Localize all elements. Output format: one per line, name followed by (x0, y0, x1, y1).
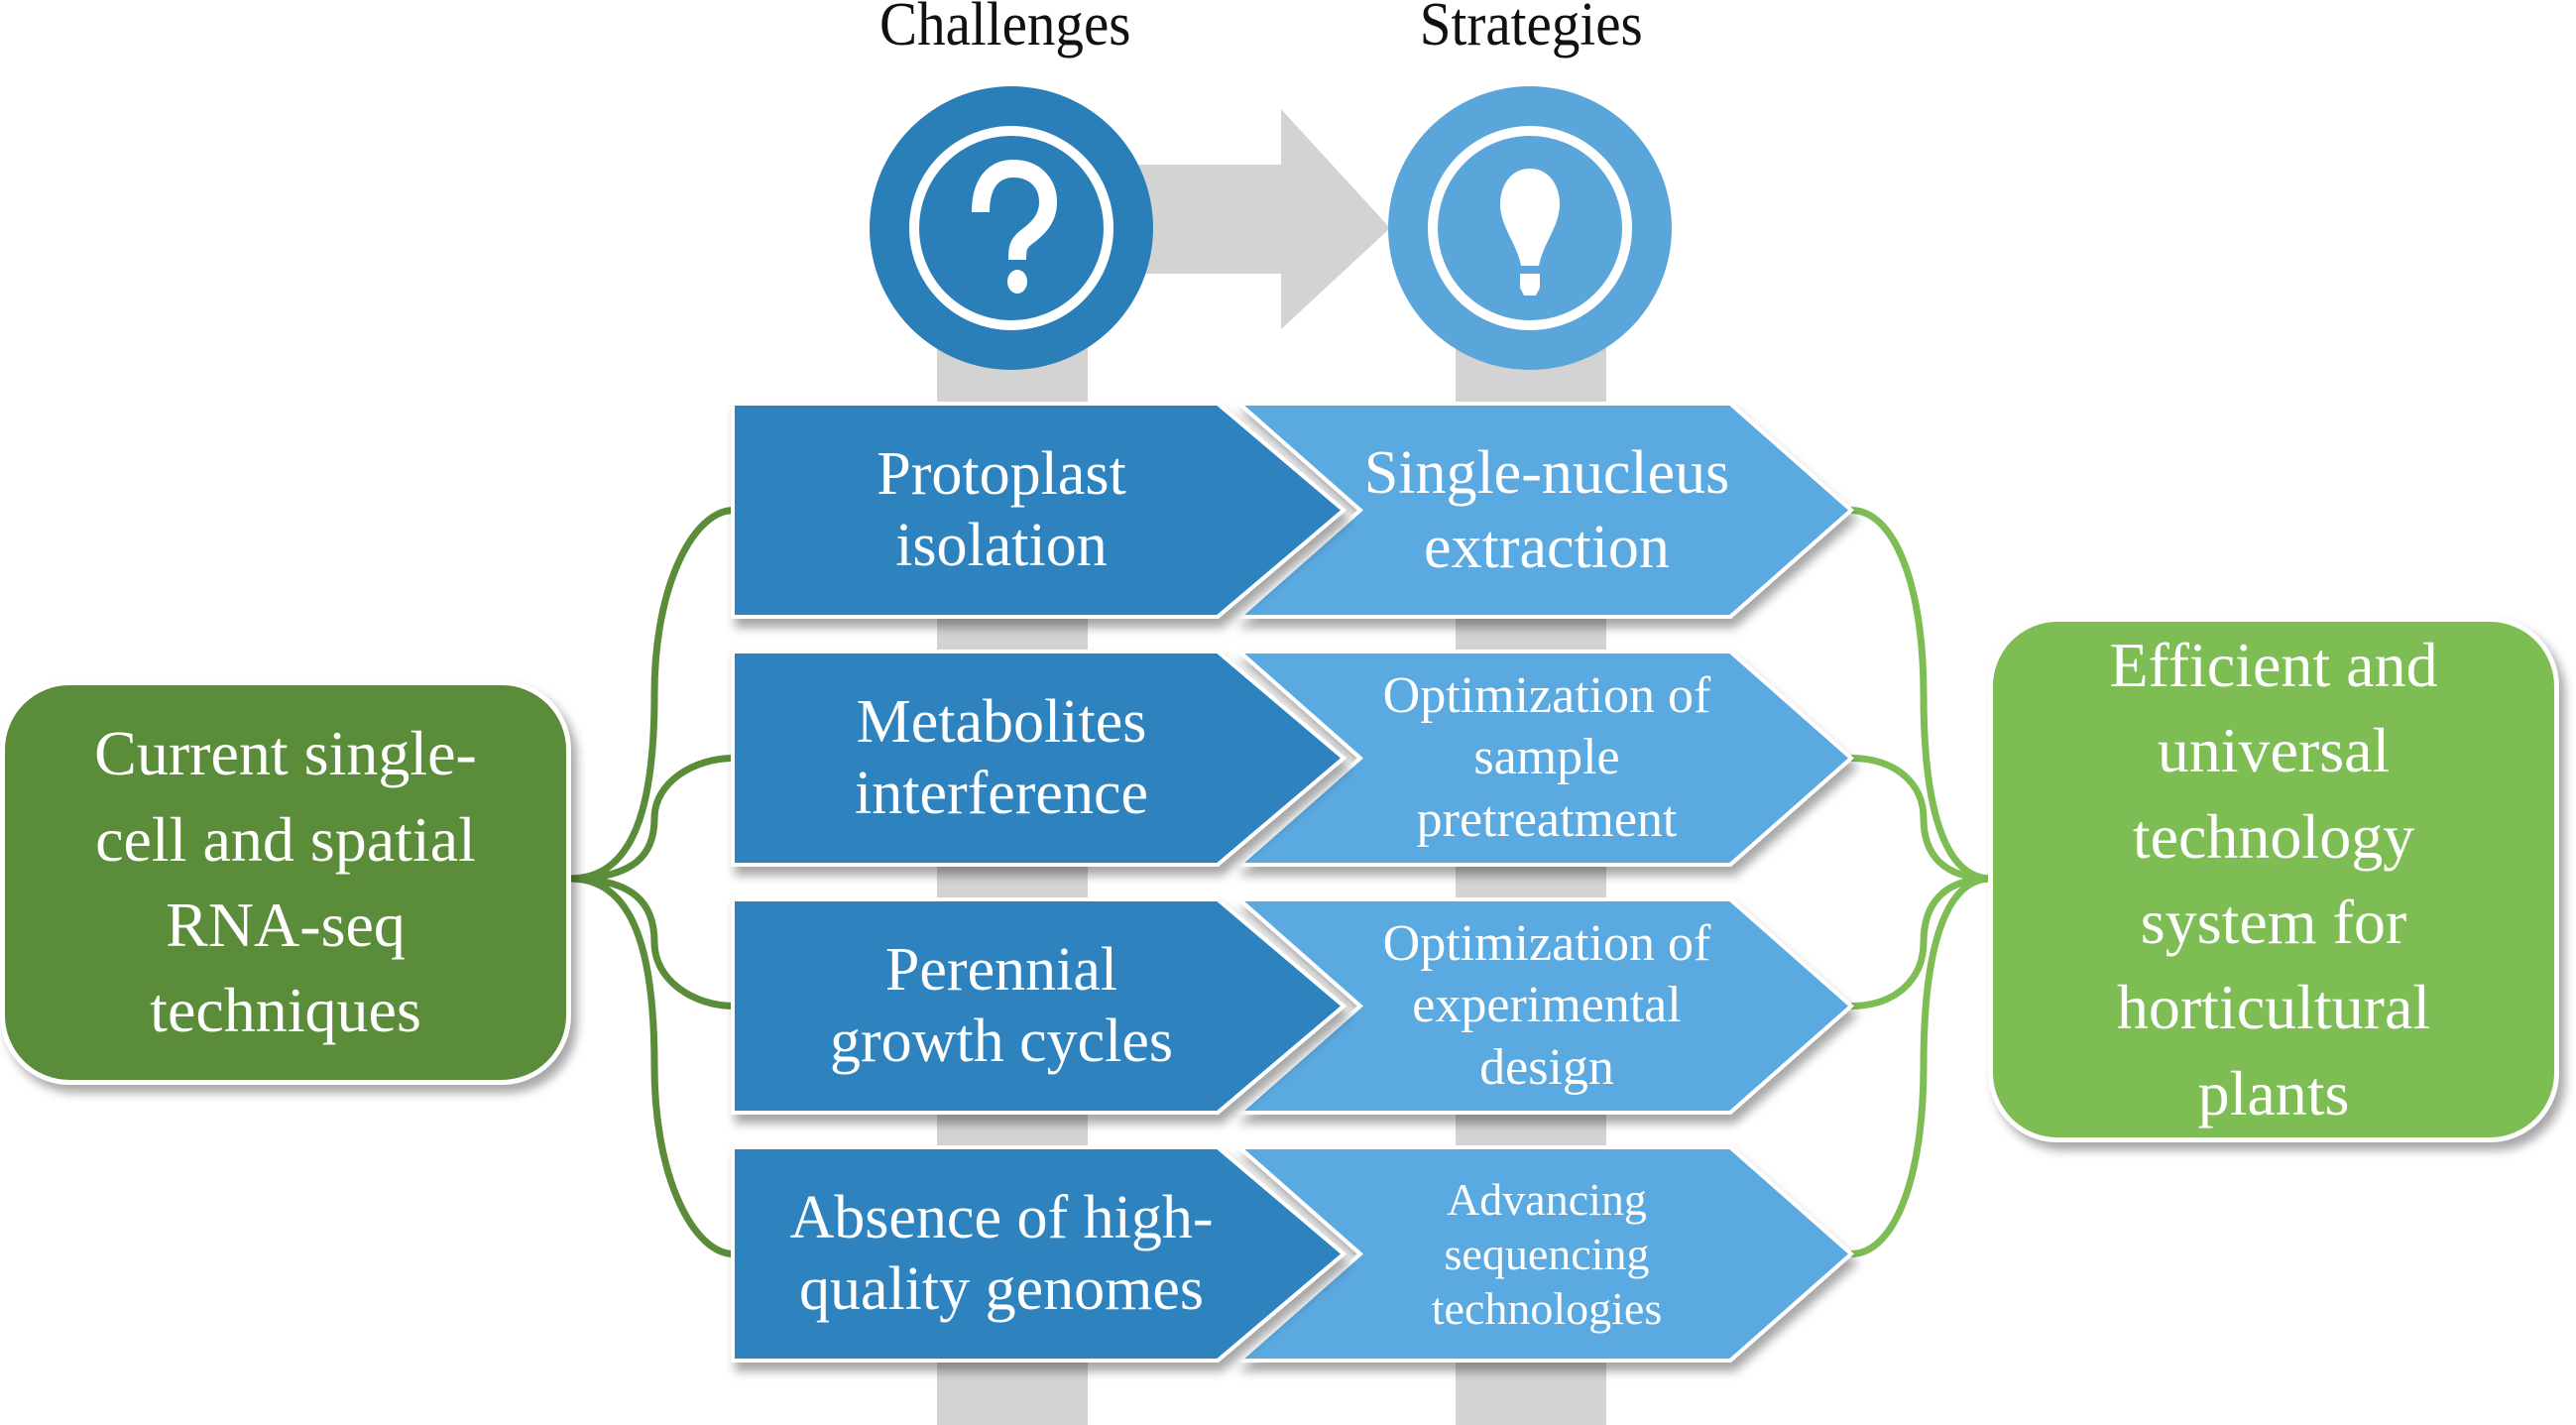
target-box: Efficient and universal technology syste… (1988, 617, 2559, 1142)
strategies-heading: Strategies (1419, 0, 1643, 59)
source-connector (569, 755, 735, 883)
chevron-rows (731, 402, 1855, 1363)
right-arrow-icon (1111, 109, 1390, 329)
source-connector (569, 875, 735, 1257)
question-mark-icon (972, 159, 1058, 294)
challenge-label: Perennial growth cycles (829, 935, 1174, 1075)
challenges-heading: Challenges (879, 0, 1131, 59)
strategy-chevron (1233, 897, 1855, 1115)
challenge-label: Absence of high- quality genomes (789, 1183, 1214, 1323)
challenge-chevron (731, 402, 1347, 619)
challenge-chevron (731, 1145, 1347, 1363)
strategy-label: Single-nucleus extraction (1363, 439, 1730, 581)
source-label: Current single- cell and spatial RNA-seq… (94, 718, 477, 1046)
source-connectors (569, 507, 735, 1257)
lightbulb-icon (1500, 169, 1560, 296)
challenge-label: Protoplast isolation (877, 439, 1126, 579)
source-connector (569, 875, 735, 1009)
source-box: Current single- cell and spatial RNA-seq… (0, 680, 571, 1085)
challenge-chevron (731, 897, 1347, 1115)
strategy-chevron (1233, 402, 1855, 619)
source-connector (569, 507, 735, 883)
strategies-badge (1388, 86, 1672, 370)
challenge-label: Metabolites interference (855, 687, 1148, 827)
strategy-label: Optimization of experimental design (1382, 914, 1711, 1096)
strategy-chevron (1233, 650, 1855, 867)
strategy-chevron (1233, 1145, 1855, 1363)
target-connector (1850, 875, 1992, 1257)
strategy-label: Advancing sequencing technologies (1431, 1173, 1663, 1335)
target-connector (1850, 507, 1992, 883)
target-label: Efficient and universal technology syste… (2109, 629, 2438, 1128)
strategy-label: Optimization of sample pretreatment (1382, 666, 1711, 848)
target-connector (1850, 875, 1992, 1009)
challenges-badge (870, 86, 1153, 370)
target-connectors (1850, 507, 1992, 1257)
challenge-chevron (731, 650, 1347, 867)
target-connector (1850, 755, 1992, 883)
